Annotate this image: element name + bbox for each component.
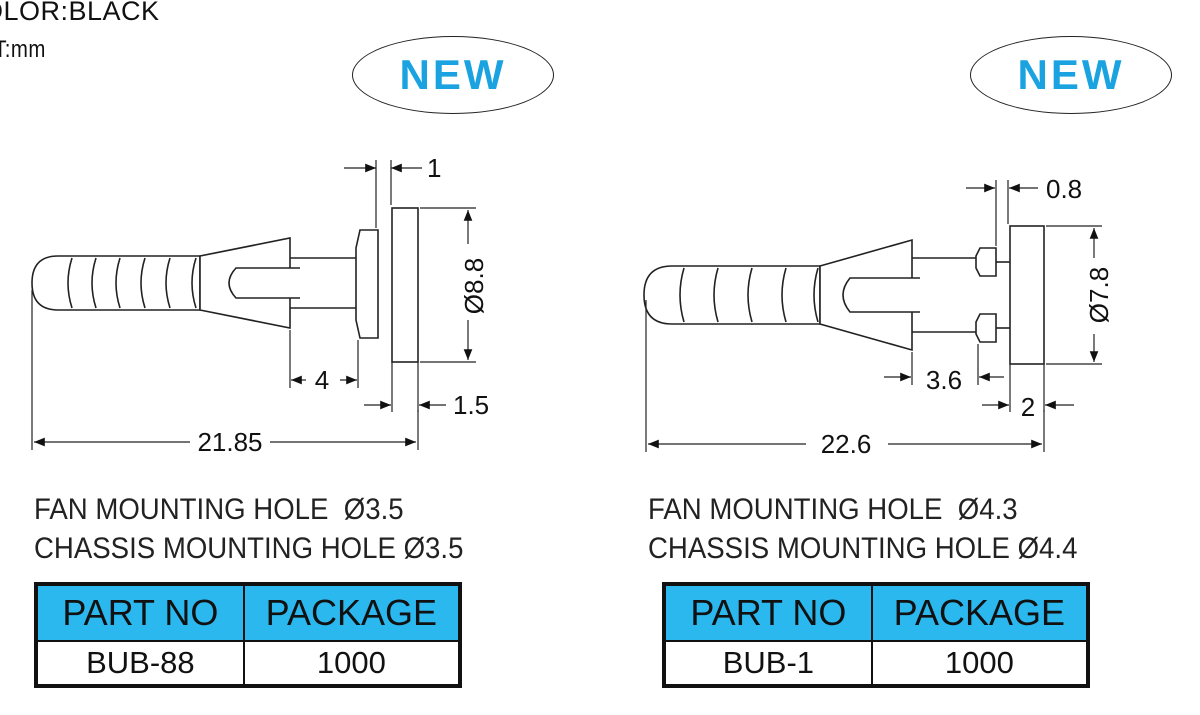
table-header-part-no: PART NO [663, 583, 873, 642]
table-cell-package: 1000 [242, 640, 462, 687]
dim-left-flange: 1.5 [453, 390, 489, 420]
table-header-part-no: PART NO [35, 583, 245, 642]
table-cell-part-no: BUB-88 [35, 640, 245, 687]
table-header-package: PACKAGE [242, 583, 462, 642]
color-label: OLOR:BLACK [0, 0, 160, 26]
unit-label: IIT:mm [0, 36, 46, 63]
dim-right-length: 22.6 [821, 429, 872, 459]
spec-right-fan: FAN MOUNTING HOLE Ø4.3 [648, 493, 1018, 526]
dim-right-diameter: Ø7.8 [1084, 267, 1114, 323]
new-badge-left: NEW [352, 36, 554, 114]
new-badge-text: NEW [1017, 51, 1125, 98]
dim-right-top: 0.8 [1046, 174, 1082, 204]
new-badge-text: NEW [399, 51, 507, 98]
part-table-left: PART NO PACKAGE BUB-88 1000 [34, 582, 462, 688]
table-cell-package: 1000 [870, 640, 1090, 687]
table-header-package: PACKAGE [870, 583, 1090, 642]
dim-left-length: 21.85 [197, 427, 262, 457]
dimensions-right [645, 180, 1102, 452]
new-badge-right: NEW [970, 36, 1172, 114]
dim-left-top: 1 [427, 153, 441, 183]
dim-right-tip: 3.6 [926, 365, 962, 395]
part-table-right: PART NO PACKAGE BUB-1 1000 [662, 582, 1090, 688]
spec-left: FAN MOUNTING HOLE Ø3.5 CHASSIS MOUNTING … [34, 490, 463, 568]
table-cell-part-no: BUB-1 [663, 640, 873, 687]
dim-left-tip: 4 [315, 365, 329, 395]
dim-left-diameter: Ø8.8 [459, 258, 489, 314]
spec-right: FAN MOUNTING HOLE Ø4.3 CHASSIS MOUNTING … [648, 490, 1077, 568]
spec-right-chassis: CHASSIS MOUNTING HOLE Ø4.4 [648, 532, 1078, 565]
rivet-drawing-right [643, 225, 1045, 365]
dimensions-left [31, 160, 476, 450]
dim-right-flange: 2 [1021, 392, 1035, 422]
spec-left-chassis: CHASSIS MOUNTING HOLE Ø3.5 [34, 532, 464, 565]
rivet-drawing-left [31, 207, 419, 363]
spec-left-fan: FAN MOUNTING HOLE Ø3.5 [34, 493, 404, 526]
